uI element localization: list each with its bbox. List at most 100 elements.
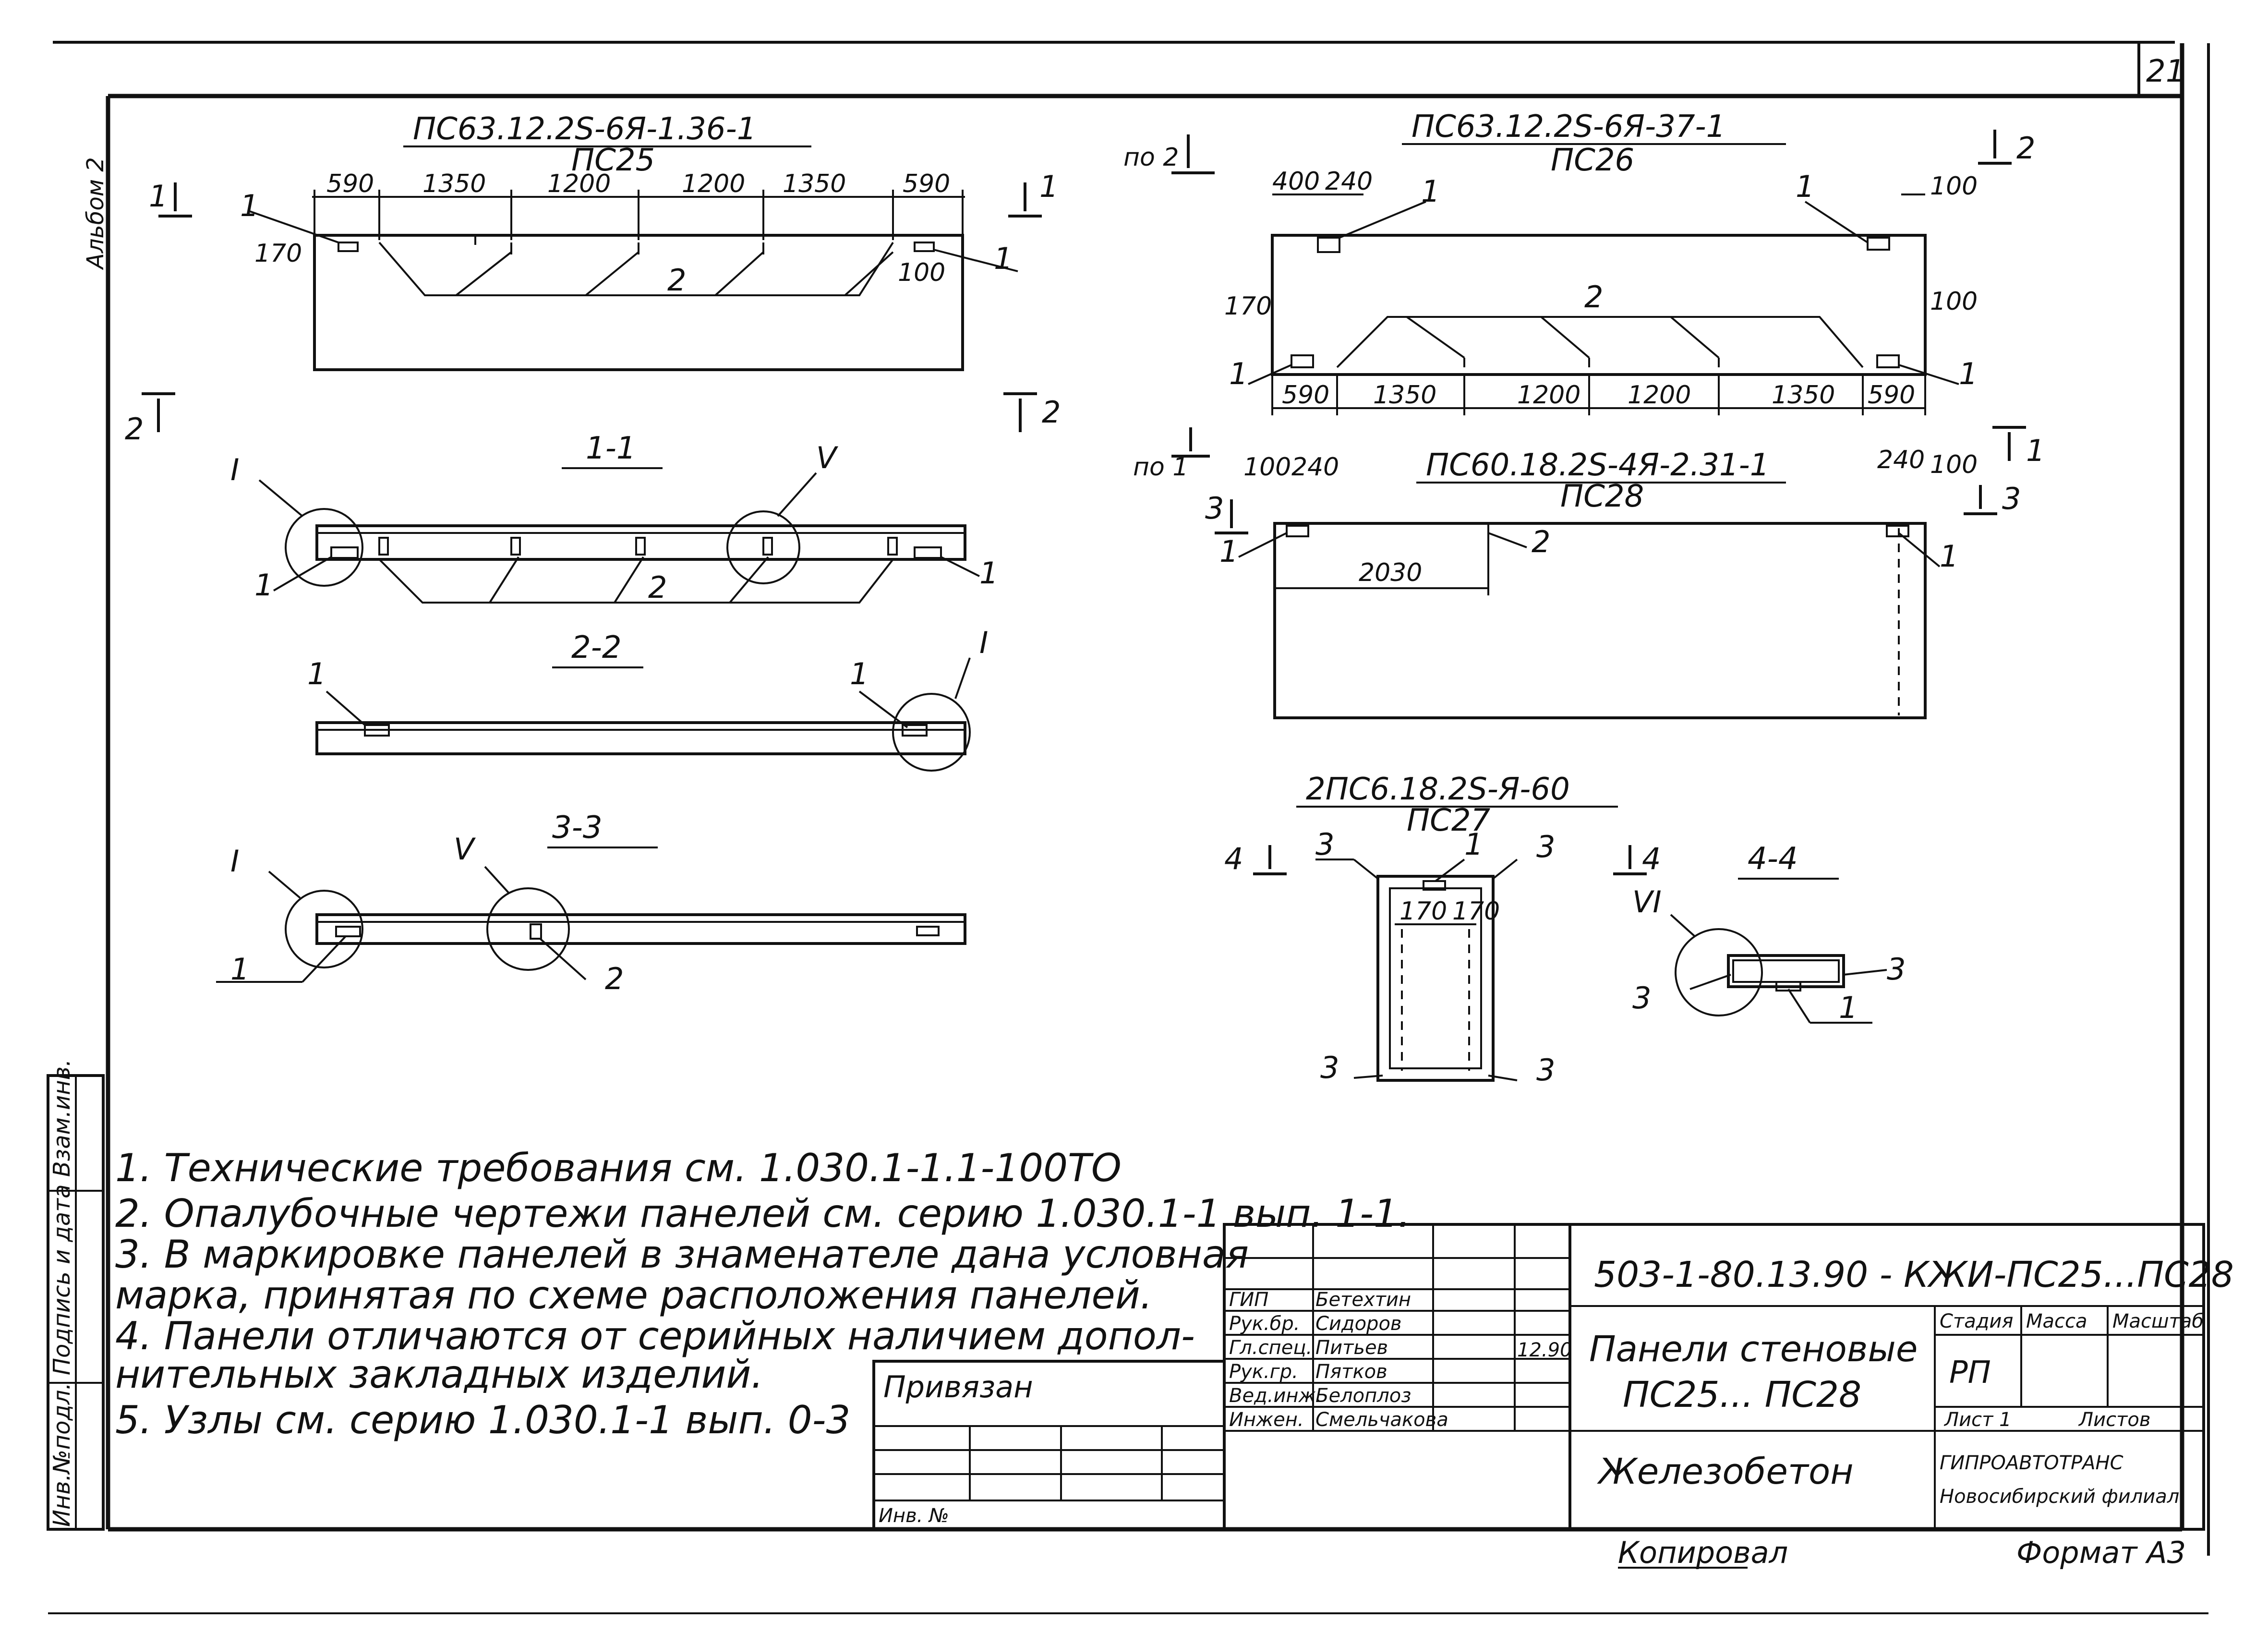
sec11-node-i: I <box>230 452 239 487</box>
pc26-subtitle: ПС26 <box>1551 143 1634 178</box>
pc26-dim-b3: 1200 <box>1517 381 1580 410</box>
pc27-subtitle: ПС27 <box>1407 803 1491 838</box>
bound-label: Привязан <box>883 1369 1033 1404</box>
staff-role-1: ГИП <box>1229 1289 1268 1311</box>
sec22-title: 2-2 <box>571 630 622 665</box>
doc-name-1: Панели стеновые <box>1589 1329 1918 1370</box>
approval-date: 12.90 <box>1517 1339 1572 1361</box>
pc26-dim-170: 170 <box>1224 292 1272 321</box>
note-3: 3. В маркировке панелей в знаменателе да… <box>115 1232 1249 1277</box>
view-pc27: 2ПС6.18.2S-Я-60 ПС27 4 4 170 170 3 3 1 3… <box>1224 772 1661 1088</box>
pc28-dim-100-left: 100 <box>1243 453 1291 482</box>
pc28-title: ПС60.18.2S-4Я-2.31-1 <box>1426 448 1769 483</box>
format-label: Формат А3 <box>2016 1535 2186 1570</box>
pc26-ref-left: по 2 <box>1123 143 1179 172</box>
sec22-item-1-right: 1 <box>850 656 869 691</box>
pc26-dim-b6: 590 <box>1868 381 1915 410</box>
sec11-item-1-left: 1 <box>254 568 273 603</box>
note-5: 5. Узлы см. серию 1.030.1-1 вып. 0-3 <box>115 1398 850 1442</box>
note-4: 4. Панели отличаются от серийных наличие… <box>115 1314 1195 1358</box>
staff-role-2: Рук.бр. <box>1229 1313 1300 1335</box>
pc25-dim-4: 1200 <box>682 169 745 198</box>
sec33-title: 3-3 <box>552 810 603 846</box>
pc25-section-1-left: 1 <box>149 179 168 214</box>
pc28-item-2: 2 <box>1532 524 1550 559</box>
doc-name-2: ПС25... ПС28 <box>1623 1374 1861 1415</box>
pc28-item-1-right: 1 <box>1940 539 1958 574</box>
pc25-section-2-left: 2 <box>125 411 144 447</box>
pc25-item-2: 2 <box>667 263 686 298</box>
sheets-label: Листов <box>2078 1409 2150 1431</box>
pc28-dim-100-right: 100 <box>1930 450 1978 479</box>
pc26-item-1-topright: 1 <box>1796 169 1814 204</box>
inv-label: Инв. № <box>879 1505 949 1527</box>
staff-name-2: Сидоров <box>1315 1313 1402 1335</box>
view-pc28: по 1 1 ПС60.18.2S-4Я-2.31-1 ПС28 100 240… <box>1133 426 2045 719</box>
pc28-dim-240-right: 240 <box>1877 446 1925 474</box>
doc-code: 503-1-80.13.90 - КЖИ-ПС25...ПС28 <box>1594 1254 2234 1295</box>
pc28-subtitle: ПС28 <box>1560 479 1644 514</box>
note-3-cont: марка, принятая по схеме расположения па… <box>115 1273 1152 1318</box>
note-4-cont: нительных закладных изделий. <box>115 1352 763 1397</box>
pc26-item-1-topleft: 1 <box>1421 174 1440 209</box>
pc25-dim-1: 590 <box>326 169 374 198</box>
pc27-item-3-br: 3 <box>1536 1052 1555 1088</box>
pc27-dim-170-left: 170 <box>1399 897 1447 926</box>
pc28-dim-240-left: 240 <box>1291 453 1339 482</box>
sec11-item-2: 2 <box>648 570 667 605</box>
pc28-item-1-left: 1 <box>1219 534 1238 569</box>
stage-value: РП <box>1949 1355 1991 1391</box>
pc25-item-1-left: 1 <box>240 188 259 223</box>
pc27-title: 2ПС6.18.2S-Я-60 <box>1306 772 1570 807</box>
pc26-dim-100-right: 100 <box>1930 287 1978 316</box>
pc26-dim-100-top: 100 <box>1930 172 1978 201</box>
section-4-4: 4-4 VI 3 3 1 <box>1632 841 1906 1025</box>
view-pc26: ПС63.12.2S-6Я-37-1 ПС26 по 2 2 400 240 1… <box>1123 109 2035 415</box>
pc26-dim-240: 240 <box>1325 167 1373 196</box>
staff-role-5: Вед.инж. <box>1229 1385 1322 1407</box>
sec44-item-1: 1 <box>1839 990 1858 1025</box>
sec44-item-3-right: 3 <box>1887 952 1906 987</box>
pc26-dim-b1: 590 <box>1282 381 1329 410</box>
pc25-section-2-right: 2 <box>1042 395 1061 430</box>
sec22-node-i: I <box>979 625 988 660</box>
pc26-dim-b2: 1350 <box>1373 381 1436 410</box>
org-1: ГИПРОАВТОТРАНС <box>1940 1452 2123 1474</box>
note-2: 2. Опалубочные чертежи панелей см. серию… <box>115 1191 1410 1236</box>
pc25-item-1-right: 1 <box>994 241 1013 276</box>
scale-label: Масштаб <box>2112 1310 2204 1332</box>
pc27-item-1: 1 <box>1464 827 1483 862</box>
mass-label: Масса <box>2026 1310 2087 1332</box>
pc26-dim-400: 400 <box>1272 167 1320 196</box>
pc27-item-3-tl: 3 <box>1315 827 1334 862</box>
pc25-subtitle: ПС25 <box>571 143 655 178</box>
pc26-dim-b4: 1200 <box>1628 381 1691 410</box>
sec33-item-2: 2 <box>605 961 624 996</box>
sec22-item-1-left: 1 <box>307 656 326 691</box>
material: Железобетон <box>1597 1451 1854 1492</box>
sec11-item-1-right: 1 <box>979 556 998 591</box>
pc26-ref-right: 2 <box>2016 131 2035 166</box>
pc26-item-1-botright: 1 <box>1959 356 1978 391</box>
pc27-section-4-right: 4 <box>1642 841 1661 876</box>
title-block: ГИП Бетехтин Рук.бр. Сидоров Гл.спец. Пи… <box>872 1223 2234 1531</box>
sheet-label: Лист 1 <box>1943 1409 2012 1431</box>
pc27-item-3-tr: 3 <box>1536 829 1555 864</box>
staff-role-3: Гл.спец. <box>1229 1337 1312 1359</box>
pc27-section-4-left: 4 <box>1224 841 1243 876</box>
pc25-title: ПС63.12.2S-6Я-1.36-1 <box>413 111 756 147</box>
section-1-1: 1-1 I V 1 1 2 <box>230 431 998 605</box>
pc27-dim-170-right: 170 <box>1452 897 1500 926</box>
sec11-node-v: V <box>816 440 839 475</box>
album-label: Альбом 2 <box>82 157 109 270</box>
org-2: Новосибирский филиал <box>1940 1486 2179 1508</box>
pc26-dim-b5: 1350 <box>1772 381 1835 410</box>
stage-label: Стадия <box>1940 1310 2013 1332</box>
section-3-3: 3-3 I V 1 2 <box>216 810 966 996</box>
side-stamp-text: Инв.№подл. Подпись и дата Взам.инв. <box>48 1059 75 1527</box>
sec33-item-1: 1 <box>230 952 249 987</box>
pc27-item-3-bl: 3 <box>1320 1050 1339 1085</box>
pc28-dim-2030: 2030 <box>1359 558 1422 587</box>
sec44-title: 4-4 <box>1748 841 1798 877</box>
